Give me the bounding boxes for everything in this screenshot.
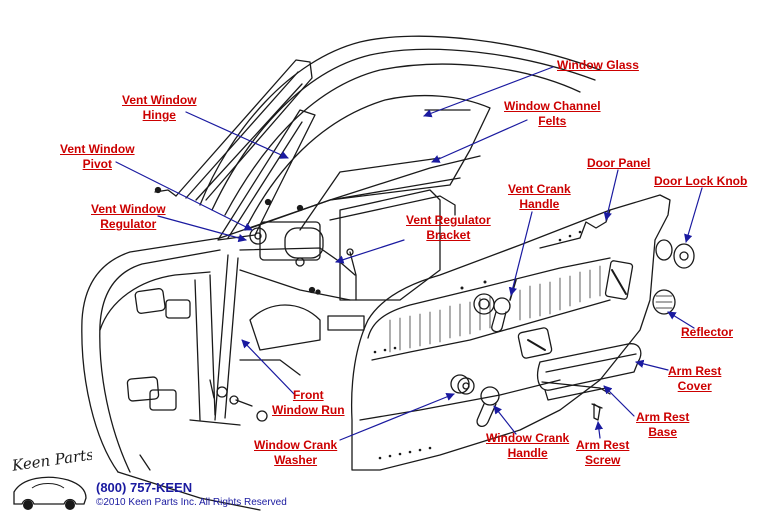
leader-vent-regulator-bracket bbox=[335, 239, 405, 264]
label-reflector-line-1: Reflector bbox=[681, 325, 734, 339]
label-vent-window-hinge-line-1: Vent Window bbox=[122, 93, 197, 107]
label-vent-crank-handle[interactable]: Vent Crank Handle bbox=[508, 182, 571, 212]
door-shell bbox=[81, 155, 481, 511]
label-window-crank-washer-line-2: Washer bbox=[274, 453, 318, 467]
label-vent-regulator-bracket-line-2: Bracket bbox=[426, 228, 471, 242]
label-vent-window-regulator[interactable]: Vent Window Regulator bbox=[91, 202, 166, 232]
label-vent-regulator-bracket-line-1: Vent Regulator bbox=[406, 213, 491, 227]
inner-door-cutouts bbox=[239, 189, 456, 376]
leader-vent-window-regulator bbox=[157, 215, 247, 243]
label-vent-window-pivot[interactable]: Vent Window Pivot bbox=[60, 142, 135, 172]
label-arm-rest-cover[interactable]: Arm Rest Cover bbox=[668, 364, 721, 394]
arm-rest-part bbox=[536, 343, 642, 401]
leader-front-window-run bbox=[241, 339, 295, 395]
label-vent-window-regulator-line-1: Vent Window bbox=[91, 202, 166, 216]
label-window-crank-washer[interactable]: Window Crank Washer bbox=[254, 438, 337, 468]
svg-text:Keen Parts: Keen Parts bbox=[10, 448, 92, 475]
arm-rest-screw-part bbox=[591, 403, 603, 421]
leader-lines bbox=[115, 66, 703, 441]
leader-window-crank-handle bbox=[493, 405, 517, 435]
leader-arm-rest-base bbox=[603, 385, 635, 417]
keen-parts-logo: Keen Parts bbox=[10, 448, 92, 510]
leader-door-lock-knob bbox=[684, 187, 703, 243]
brand-phone: (800) 757-KEEN bbox=[96, 480, 193, 495]
label-vent-window-regulator-line-2: Regulator bbox=[100, 217, 157, 231]
label-front-window-run-line-2: Window Run bbox=[272, 403, 345, 417]
leader-window-crank-washer bbox=[339, 392, 455, 441]
label-arm-rest-cover-line-1: Arm Rest bbox=[668, 364, 722, 378]
window-crank-part bbox=[450, 374, 500, 427]
leader-vent-crank-handle bbox=[508, 211, 533, 296]
leader-reflector bbox=[667, 311, 695, 329]
label-window-crank-handle-line-2: Handle bbox=[507, 446, 548, 460]
label-window-channel-felts-line-1: Window Channel bbox=[504, 99, 601, 113]
label-arm-rest-base-line-1: Arm Rest bbox=[636, 410, 690, 424]
door-panel-part bbox=[351, 194, 671, 471]
label-vent-window-hinge-line-2: Hinge bbox=[142, 108, 176, 122]
label-window-crank-handle-line-1: Window Crank bbox=[486, 431, 570, 445]
label-window-crank-washer-line-1: Window Crank bbox=[254, 438, 338, 452]
label-reflector[interactable]: Reflector bbox=[681, 325, 733, 340]
leader-arm-rest-screw bbox=[594, 421, 604, 439]
label-vent-regulator-bracket[interactable]: Vent Regulator Bracket bbox=[406, 213, 491, 243]
label-door-lock-knob[interactable]: Door Lock Knob bbox=[654, 174, 747, 189]
reflector-part bbox=[652, 289, 676, 315]
label-arm-rest-screw-line-1: Arm Rest bbox=[576, 438, 630, 452]
leader-vent-window-pivot bbox=[115, 161, 253, 231]
label-arm-rest-cover-line-2: Cover bbox=[677, 379, 712, 393]
label-arm-rest-screw[interactable]: Arm Rest Screw bbox=[576, 438, 629, 468]
label-arm-rest-screw-line-2: Screw bbox=[585, 453, 621, 467]
label-window-channel-felts[interactable]: Window Channel Felts bbox=[504, 99, 601, 129]
leader-arm-rest-cover bbox=[635, 359, 669, 371]
leader-door-panel bbox=[603, 169, 619, 221]
label-window-crank-handle[interactable]: Window Crank Handle bbox=[486, 431, 569, 461]
brand-copyright: ©2010 Keen Parts Inc. All Rights Reserve… bbox=[96, 497, 287, 508]
window-frame bbox=[154, 35, 601, 216]
label-vent-window-pivot-line-2: Pivot bbox=[82, 157, 112, 171]
label-vent-window-pivot-line-1: Vent Window bbox=[60, 142, 135, 156]
leader-window-channel-felts bbox=[431, 119, 528, 163]
label-vent-crank-handle-line-2: Handle bbox=[519, 197, 560, 211]
label-arm-rest-base-line-2: Base bbox=[648, 425, 678, 439]
label-front-window-run-line-1: Front bbox=[292, 388, 324, 402]
label-door-lock-knob-line-1: Door Lock Knob bbox=[654, 174, 748, 188]
label-vent-crank-handle-line-1: Vent Crank bbox=[508, 182, 571, 196]
label-window-channel-felts-line-2: Felts bbox=[538, 114, 567, 128]
label-window-glass[interactable]: Window Glass bbox=[557, 58, 639, 73]
label-door-panel-line-1: Door Panel bbox=[587, 156, 651, 170]
leader-vent-window-hinge bbox=[185, 111, 289, 159]
leader-window-glass bbox=[423, 66, 554, 118]
label-vent-window-hinge[interactable]: Vent Window Hinge bbox=[122, 93, 197, 123]
label-window-glass-line-1: Window Glass bbox=[557, 58, 639, 72]
label-door-panel[interactable]: Door Panel bbox=[587, 156, 650, 171]
label-front-window-run[interactable]: Front Window Run bbox=[272, 388, 345, 418]
misc-hardware bbox=[209, 198, 304, 422]
lock-knob-part bbox=[655, 239, 695, 269]
label-arm-rest-base[interactable]: Arm Rest Base bbox=[636, 410, 689, 440]
